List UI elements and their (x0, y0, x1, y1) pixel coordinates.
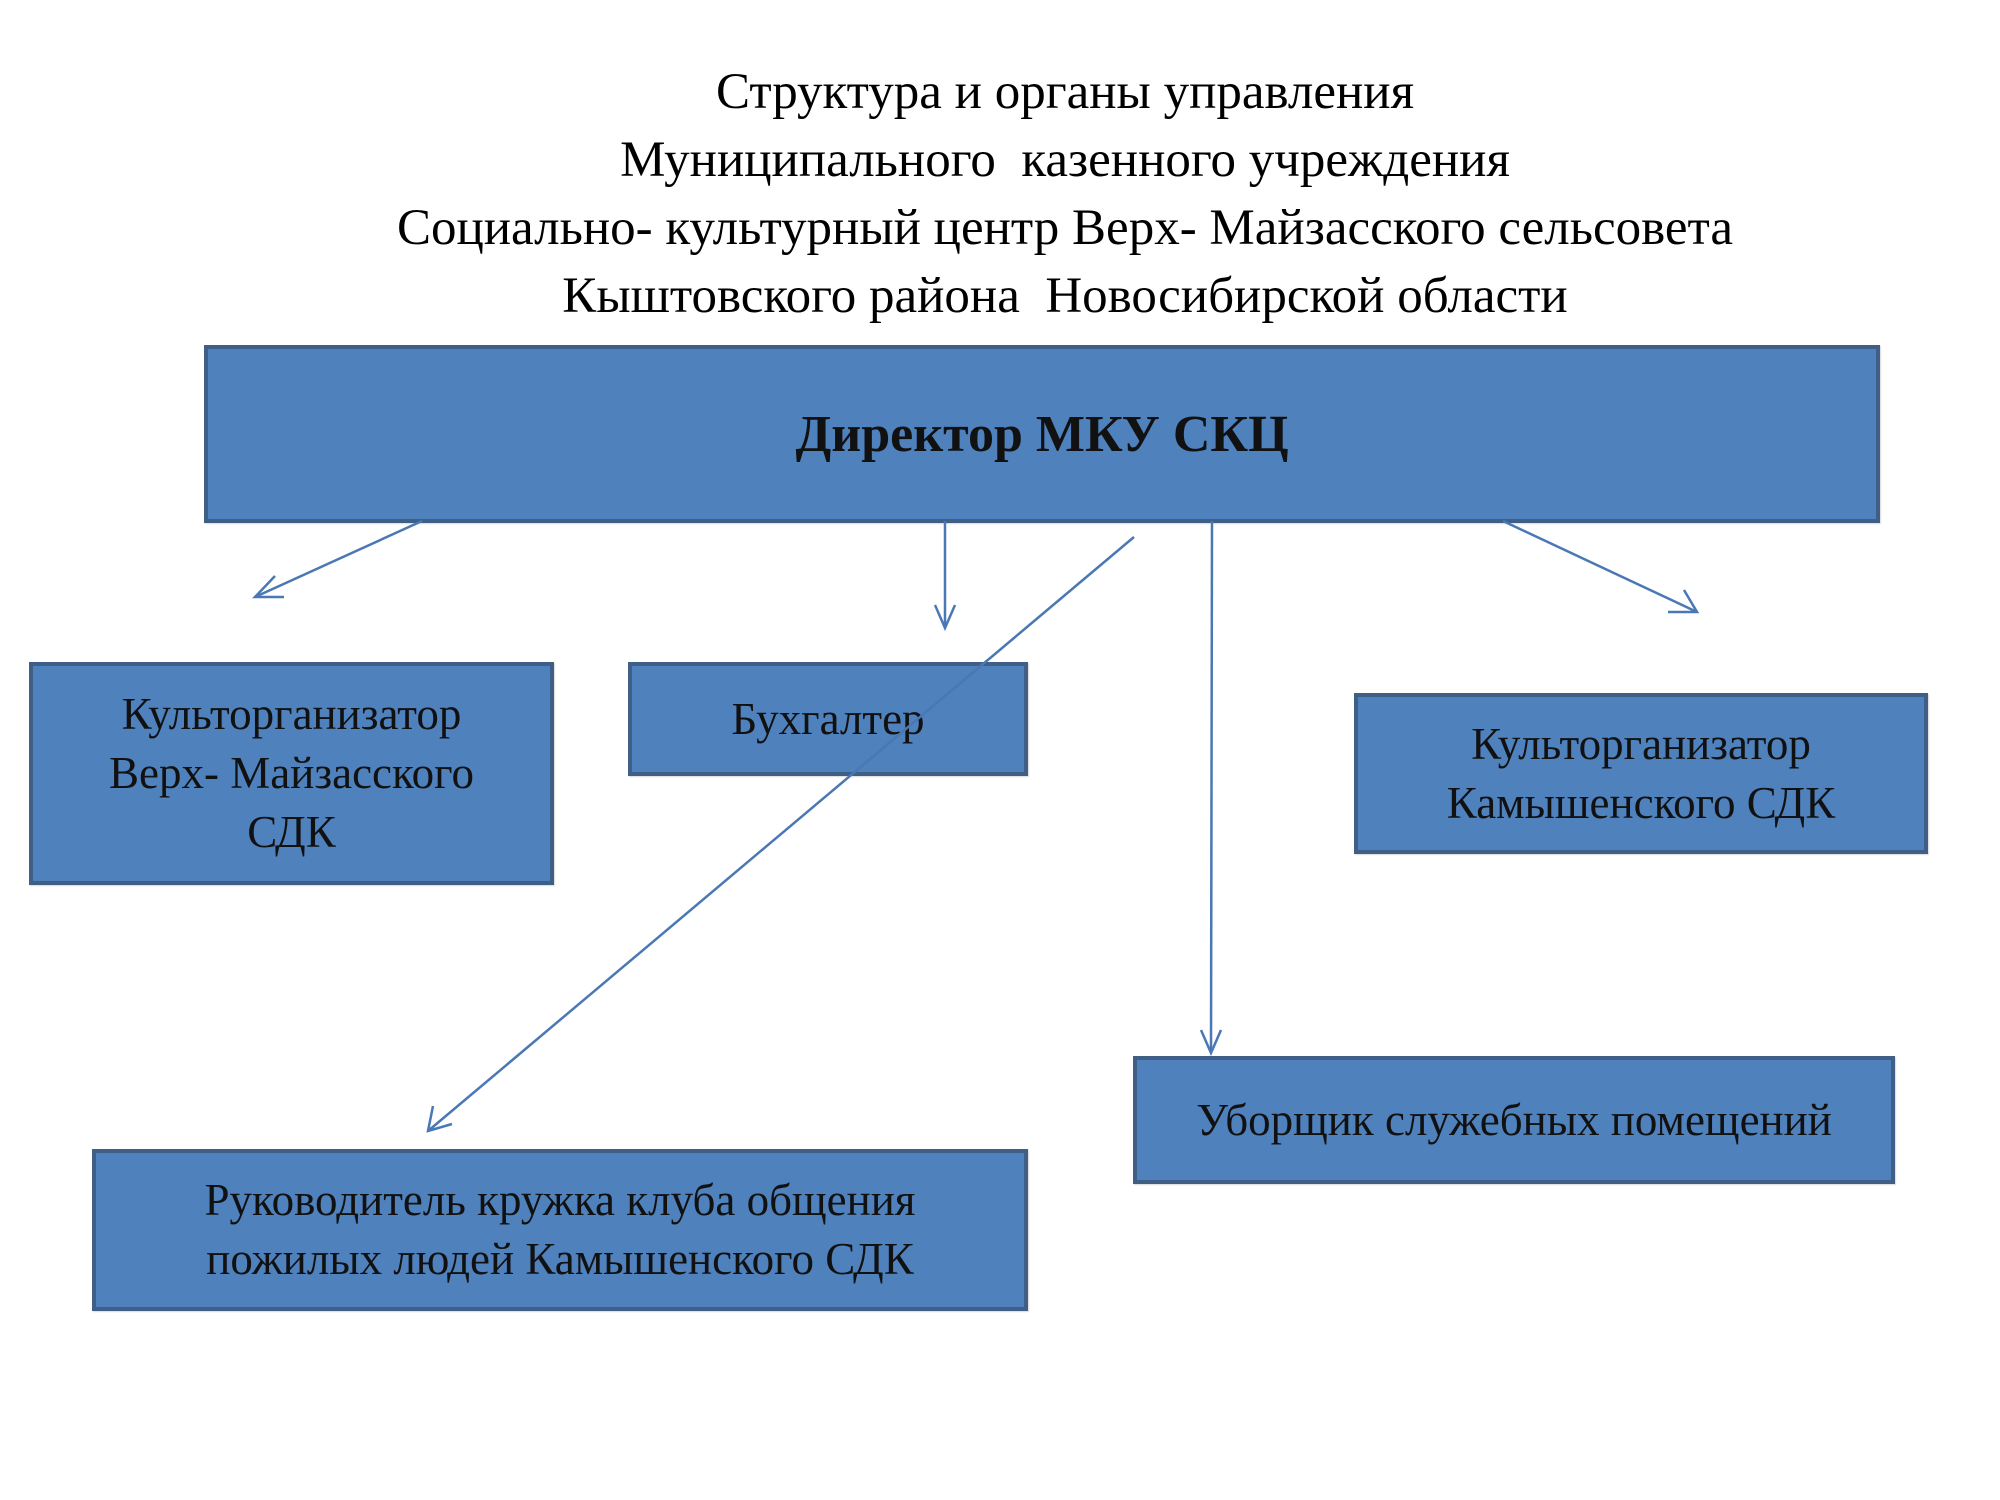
arrow-to-culture-organizer-right (1502, 519, 1700, 614)
culture-organizer-verkh-maizass-box: Культорганизатор Верх- Майзасского СДК (29, 662, 554, 885)
accountant-box: Бухгалтер (628, 662, 1028, 776)
director-box: Директор МКУ СКЦ (204, 345, 1880, 523)
title-line-4: Кыштовского района Новосибирской области (562, 268, 1568, 324)
club-leader-box: Руководитель кружка клуба общения пожилы… (92, 1149, 1028, 1311)
accountant-label: Бухгалтер (731, 693, 925, 744)
arrow-to-cleaner (1199, 520, 1223, 1057)
title-line-2: Муниципального казенного учреждения (620, 132, 1510, 188)
title-line-3: Социально- культурный центр Верх- Майзас… (396, 200, 1734, 256)
cleaner-label: Уборщик служебных помещений (1196, 1094, 1832, 1145)
arrow-to-culture-organizer-left (252, 519, 423, 599)
culture-organizer-kamyshensky-box: Культорганизатор Камышенского СДК (1354, 693, 1928, 854)
director-label: Директор МКУ СКЦ (795, 405, 1289, 463)
title-line-1: Структура и органы управления (715, 64, 1415, 120)
culture-organizer-kamyshensky-label: Культорганизатор Камышенского СДК (1446, 718, 1836, 828)
diagram-title: Структура и органы управления Муниципаль… (200, 58, 1930, 330)
culture-organizer-verkh-maizass-label: Культорганизатор Верх- Майзасского СДК (109, 689, 474, 857)
club-leader-label: Руководитель кружка клуба общения пожилы… (204, 1175, 916, 1284)
arrow-to-accountant (933, 521, 957, 632)
cleaner-box: Уборщик служебных помещений (1133, 1056, 1895, 1184)
